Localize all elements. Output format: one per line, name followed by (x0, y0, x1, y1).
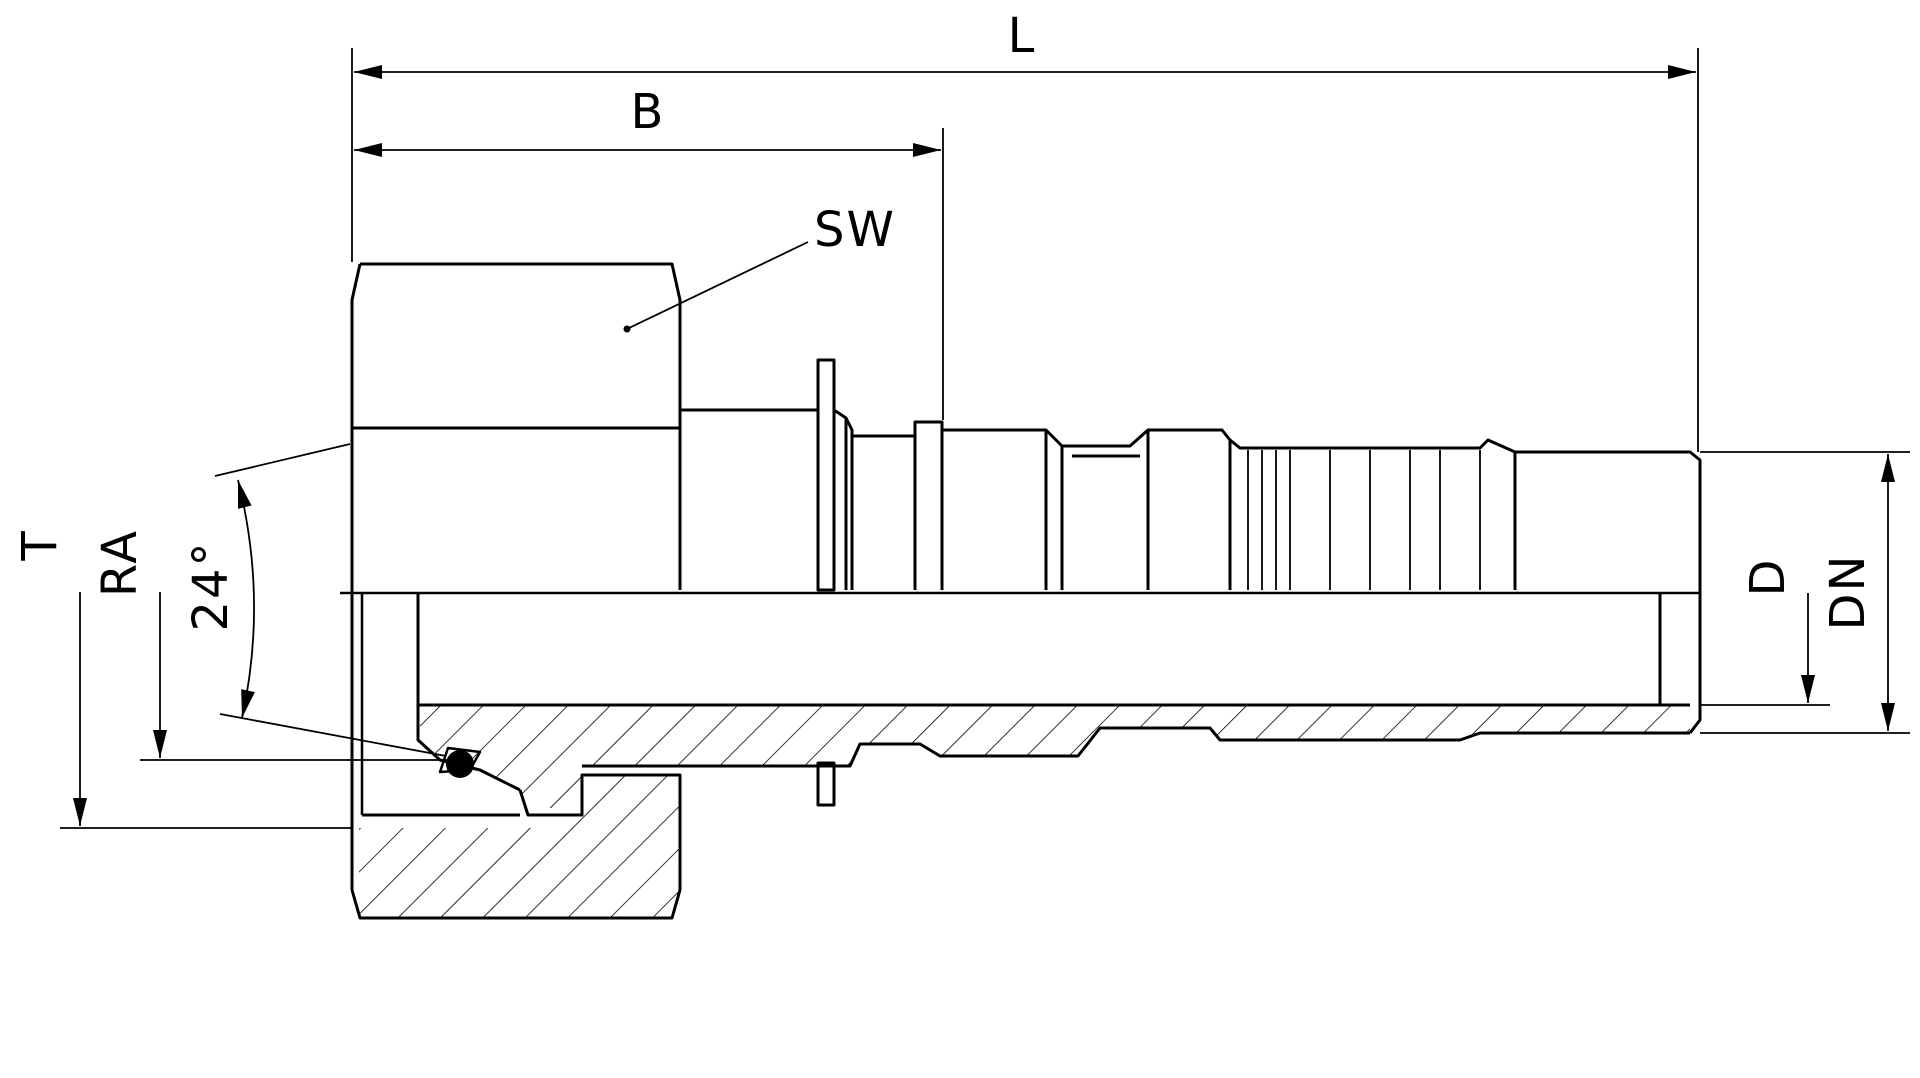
body-step-1 (852, 420, 944, 590)
label-T: T (12, 529, 68, 561)
body-step-2 (942, 428, 1064, 590)
retaining-ring (816, 358, 836, 592)
end-tube (1513, 450, 1702, 734)
hex-nut (350, 262, 682, 590)
body-step-3 (1148, 428, 1232, 590)
ring-groove (833, 408, 854, 590)
angle-leader-top (214, 443, 351, 477)
nut-section-hatch-upper (530, 775, 680, 828)
angle-arc (237, 479, 255, 719)
nut-lower-section (350, 590, 682, 920)
label-angle: 24° (183, 540, 239, 631)
label-D: D (1740, 558, 1796, 597)
body-section-hatch (420, 706, 1690, 808)
label-RA: RA (92, 529, 148, 597)
nut-section-hatch (359, 828, 680, 918)
serration-lines (1247, 450, 1481, 590)
body-neck (1062, 428, 1150, 590)
dimension-labels: L B SW T RA 24° D DN (12, 8, 1876, 632)
label-SW: SW (814, 202, 896, 258)
dimension-lines (60, 48, 1910, 829)
hatched-sections (359, 706, 1690, 918)
o-ring (446, 750, 474, 778)
hose-tail-serrations (1228, 438, 1517, 590)
label-L: L (1008, 8, 1037, 64)
label-DN: DN (1820, 554, 1876, 631)
fitting-outline (340, 262, 1702, 920)
label-B: B (631, 84, 666, 140)
angle-leader-bottom (219, 713, 447, 757)
collar (680, 408, 820, 590)
leader-SW (626, 241, 809, 330)
inner-bore (416, 593, 1690, 707)
leader-dot-SW (623, 325, 631, 333)
retaining-ring-lower (816, 761, 836, 807)
